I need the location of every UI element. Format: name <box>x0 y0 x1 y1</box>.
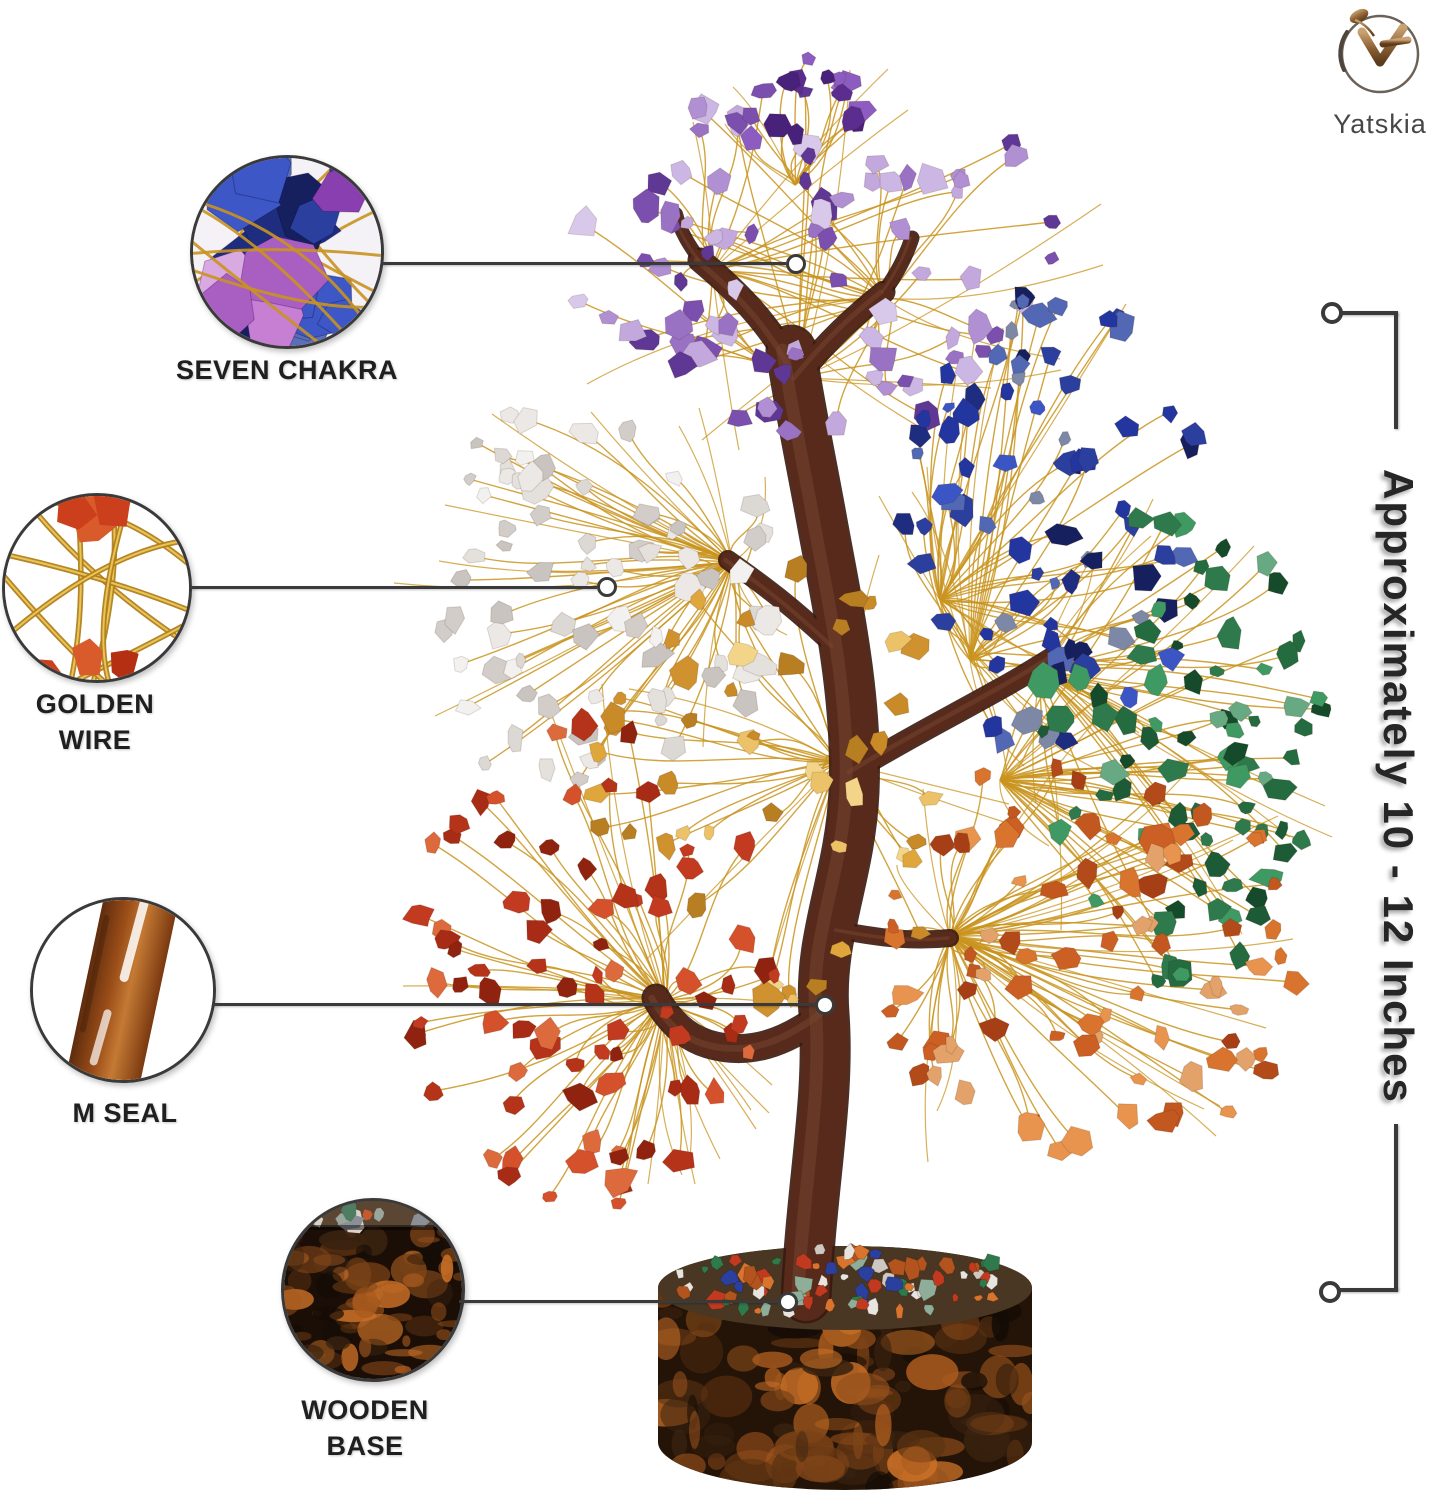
dimension-bracket-top-arm <box>1340 311 1398 315</box>
m-seal-detail-art <box>33 900 213 1080</box>
leader-dot-wooden-base <box>778 1292 798 1312</box>
gem-chips-group <box>401 51 1332 1210</box>
callout-label-line: M SEAL <box>72 1098 178 1128</box>
seven-chakra-detail-photo <box>190 155 384 349</box>
m-seal-detail-photo <box>30 897 216 1083</box>
dimension-bracket-top-line <box>1394 313 1398 429</box>
callout-label-line: SEVEN CHAKRA <box>175 355 399 385</box>
callout-label-m-seal: M SEAL <box>35 1095 215 1131</box>
callout-label-wooden-base: WOODEN BASE <box>275 1392 455 1464</box>
golden-wire-detail-art <box>5 496 189 680</box>
dimension-bracket-bottom-arm <box>1340 1288 1398 1292</box>
callout-label-golden-wire: GOLDEN WIRE <box>5 686 185 758</box>
dimension-bracket-bottom-line <box>1394 1124 1398 1290</box>
callout-label-line: WIRE <box>58 725 132 755</box>
brand-logo: Yatskia <box>1310 6 1442 140</box>
leader-line-wooden-base <box>459 1300 778 1303</box>
callout-label-line: BASE <box>326 1431 404 1461</box>
leader-line-m-seal <box>212 1003 815 1006</box>
leader-line-golden-wire <box>189 586 597 589</box>
leader-dot-seven-chakra <box>786 254 806 274</box>
brand-name: Yatskia <box>1333 109 1427 139</box>
callout-label-line: GOLDEN <box>35 689 155 719</box>
seven-chakra-detail-art <box>193 158 381 346</box>
leader-line-seven-chakra <box>382 262 786 265</box>
wooden-base-detail-art <box>284 1201 462 1379</box>
brand-logo-icon <box>1338 8 1420 101</box>
golden-wire-detail-photo <box>2 493 192 683</box>
leader-dot-golden-wire <box>597 577 617 597</box>
base-chips-group <box>675 1242 1001 1319</box>
callout-label-line: WOODEN <box>301 1395 429 1425</box>
dimension-text: Approximately 10 - 12 Inches <box>1375 468 1422 1104</box>
dimension-bracket-bottom-circle <box>1319 1281 1341 1303</box>
callout-label-seven-chakra: SEVEN CHAKRA <box>142 352 432 388</box>
leader-dot-m-seal <box>815 995 835 1015</box>
wooden-base-detail-photo <box>281 1198 465 1382</box>
